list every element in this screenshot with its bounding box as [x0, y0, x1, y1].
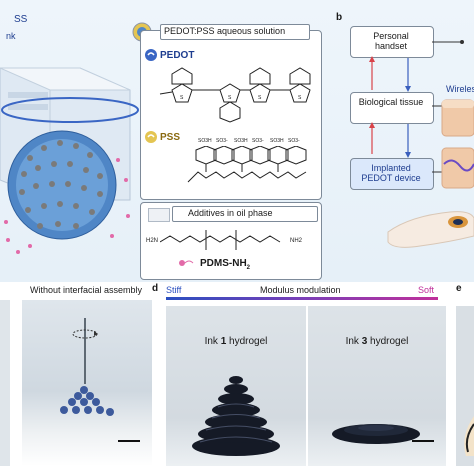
pss-group: SO3H	[270, 138, 284, 144]
flow-arrows	[369, 56, 411, 158]
biological-tissue-text: Biological tissue	[358, 97, 424, 107]
additives-title: Additives in oil phase	[188, 208, 273, 218]
pss-group: SO3H	[198, 138, 212, 144]
stiff-label: Stiff	[166, 285, 182, 295]
pedot-pss-title-box	[160, 24, 310, 40]
ink3-number: 3	[361, 336, 368, 347]
rotation-arrow-icon	[72, 329, 98, 339]
ink1-number: 1	[220, 336, 227, 347]
tissue-illustration	[441, 99, 474, 189]
panel-c-left-photo	[0, 300, 10, 466]
modulus-label: Modulus modulation	[260, 285, 341, 295]
pink-dots	[4, 158, 130, 254]
svg-text:S: S	[180, 95, 184, 101]
personal-handset-text: Personal handset	[373, 31, 409, 51]
soft-label: Soft	[418, 285, 435, 295]
pss-label: PSS	[160, 132, 181, 143]
ink1-prefix: Ink	[204, 336, 221, 347]
cube-stripe	[8, 104, 48, 110]
ink1-caption: Ink 1 hydrogel	[166, 336, 306, 347]
pdms-icon	[179, 260, 194, 266]
ink3-photo: Ink 3 hydrogel	[308, 306, 446, 466]
ink1-spiral-hydrogel	[192, 376, 280, 456]
additives-title-box	[172, 206, 318, 222]
ink3-caption: Ink 3 hydrogel	[308, 336, 446, 347]
pss-structure	[187, 146, 307, 183]
svg-text:S: S	[298, 95, 302, 101]
sphere-particles	[19, 140, 103, 229]
panel-c-photo	[22, 300, 152, 466]
emulsion-illustration	[0, 67, 139, 254]
ink3-flat-hydrogel	[332, 424, 420, 444]
pss-icon	[145, 131, 157, 143]
pdms-label: PDMS-NH2	[200, 258, 250, 271]
wireless-label: Wireles	[446, 84, 474, 94]
cube-top-face	[0, 67, 131, 91]
panel-c-caption: Without interfacial assembly	[30, 285, 143, 295]
pdms-subscript: 2	[246, 265, 251, 271]
ink3-prefix: Ink	[345, 336, 362, 347]
hand-with-device	[387, 211, 474, 248]
implanted-device-text: Implanted PEDOT device	[361, 163, 421, 183]
panel-a-label-fragment-1: SS	[14, 14, 28, 25]
ink1-suffix: hydrogel	[226, 336, 268, 347]
ink3-suffix: hydrogel	[367, 336, 409, 347]
pss-group: SO3-	[252, 138, 264, 144]
pdms-structure	[160, 230, 281, 250]
pss-group: SO3-	[216, 138, 228, 144]
biological-tissue-box	[350, 92, 434, 124]
pedot-pss-box	[140, 30, 322, 200]
cube-stripe	[8, 92, 48, 98]
personal-handset-box	[350, 26, 434, 58]
pss-group: SO3-	[288, 138, 300, 144]
pedot-icon	[145, 49, 157, 61]
microsphere-core	[16, 139, 108, 231]
pedot-label: PEDOT	[160, 50, 195, 61]
collapsed-droplets	[60, 386, 114, 416]
oil-drop-icon	[148, 208, 170, 222]
needle	[84, 318, 86, 384]
panel-d-label: d	[152, 283, 159, 294]
implanted-device-box	[350, 158, 434, 190]
pedot-pss-title: PEDOT:PSS aqueous solution	[164, 26, 286, 36]
panel-b-label: b	[336, 12, 343, 23]
amine-right: NH2	[290, 238, 303, 244]
modulus-gradient-bar	[166, 297, 438, 300]
amine-left: H2N	[146, 238, 159, 244]
panel-a-label-fragment-2: nk	[6, 31, 16, 41]
pdms-label-text: PDMS-NH	[200, 258, 247, 269]
ink1-photo: Ink 1 hydrogel	[166, 306, 306, 466]
blue-ring	[1, 97, 139, 123]
panel-e-sample	[464, 416, 474, 456]
scale-bar	[118, 440, 140, 442]
svg-text:S: S	[258, 95, 262, 101]
panel-b-connectors	[432, 40, 464, 173]
panel-e-label: e	[456, 283, 462, 294]
pss-group: SO3H	[234, 138, 248, 144]
scale-bar	[412, 440, 434, 442]
panel-e-photo	[456, 306, 474, 466]
svg-text:S: S	[228, 95, 232, 101]
